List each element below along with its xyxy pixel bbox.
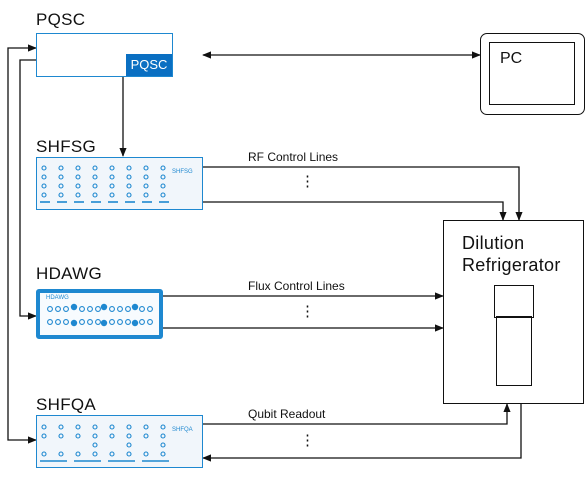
fridge-title-line2: Refrigerator [462, 255, 561, 275]
pc-monitor: PC [480, 33, 585, 115]
shfsg-device: SHFSG [36, 157, 203, 210]
fridge-title-line1: Dilution [462, 233, 525, 253]
flux-ellipsis: ⋮ [300, 303, 315, 320]
shfqa-panel-text: SHFQA [172, 427, 193, 433]
readout-ellipsis: ⋮ [300, 432, 315, 449]
hdawg-device: HDAWG [36, 289, 163, 339]
shfsg-front-panel [40, 165, 169, 203]
rf-line-top [203, 166, 523, 221]
shfsg-title: SHFSG [36, 137, 97, 156]
hdawg-front-panel [47, 303, 153, 327]
hdawg-panel-text: HDAWG [46, 295, 69, 301]
rf-ellipsis: ⋮ [300, 173, 315, 190]
cryostat-body [496, 316, 532, 386]
pqsc-trunk-outer [7, 44, 37, 444]
shfqa-device: SHFQA [36, 415, 203, 468]
shfqa-title: SHFQA [36, 395, 97, 414]
shfsg-panel-text: SHFSG [172, 169, 193, 175]
pqsc-title: PQSC [36, 10, 86, 29]
readout-line-in [203, 403, 511, 425]
flux-control-label: Flux Control Lines [248, 279, 345, 293]
pqsc-badge: PQSC [126, 54, 172, 76]
pc-title: PC [500, 50, 523, 67]
pqsc-device: PQSC [36, 33, 173, 77]
rf-line-bottom [203, 201, 507, 221]
rf-control-label: RF Control Lines [248, 150, 339, 164]
pc-screen: PC [489, 42, 575, 105]
pqsc-trunk-inner [19, 59, 37, 320]
qubit-readout-label: Qubit Readout [248, 407, 326, 421]
dilution-refrigerator: Dilution Refrigerator [443, 220, 584, 404]
shfqa-front-panel [40, 424, 169, 462]
hdawg-title: HDAWG [36, 264, 103, 283]
readout-line-out [202, 404, 522, 462]
cryostat-top [494, 285, 534, 318]
